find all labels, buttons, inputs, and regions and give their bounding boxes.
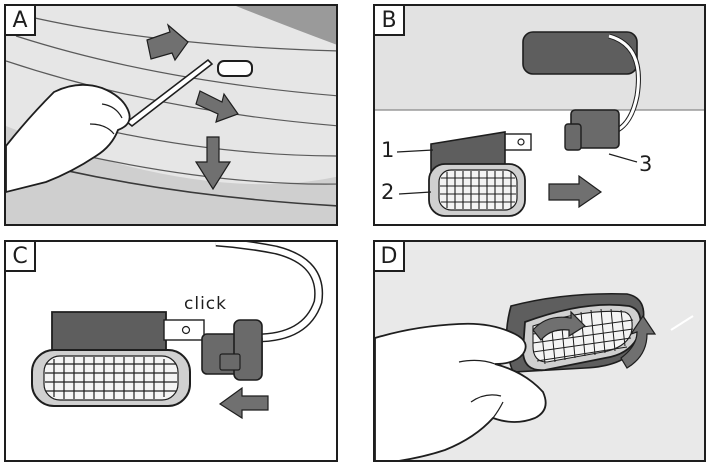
panel-d-illustration: [375, 242, 704, 460]
wire-connector: [201, 319, 263, 381]
curved-arrow-top: [532, 310, 586, 341]
arrow-right: [548, 174, 603, 209]
panel-c-illustration: [31, 242, 324, 420]
callout-1: 1: [381, 138, 395, 162]
trim-cutout: [217, 60, 253, 77]
arrow-down-right: [195, 90, 239, 123]
panel-c-step: C click: [4, 240, 338, 462]
hand: [6, 83, 131, 193]
callout-2: 2: [381, 180, 395, 204]
curved-arrow-right: [620, 314, 657, 369]
arrow-right: [146, 23, 189, 62]
click-label: click: [184, 294, 227, 314]
panel-c-label: C: [6, 242, 36, 272]
panel-a-illustration: [6, 6, 336, 224]
callout-3: 3: [639, 152, 653, 176]
panel-b-illustration: [375, 6, 704, 224]
panel-b-step: B 1 2 3: [373, 4, 706, 226]
wire-connector: [564, 109, 620, 151]
lens-grille: [31, 349, 191, 407]
hand: [375, 322, 547, 460]
mounted-socket: [522, 31, 638, 75]
panel-a-step: A: [4, 4, 338, 226]
panel-d-step: D: [373, 240, 706, 462]
panel-b-label: B: [375, 6, 405, 36]
arrow-down: [194, 136, 232, 191]
panel-a-label: A: [6, 6, 36, 36]
panel-d-label: D: [375, 242, 405, 272]
arrow-left: [218, 386, 269, 420]
lens-grille: [428, 163, 526, 217]
